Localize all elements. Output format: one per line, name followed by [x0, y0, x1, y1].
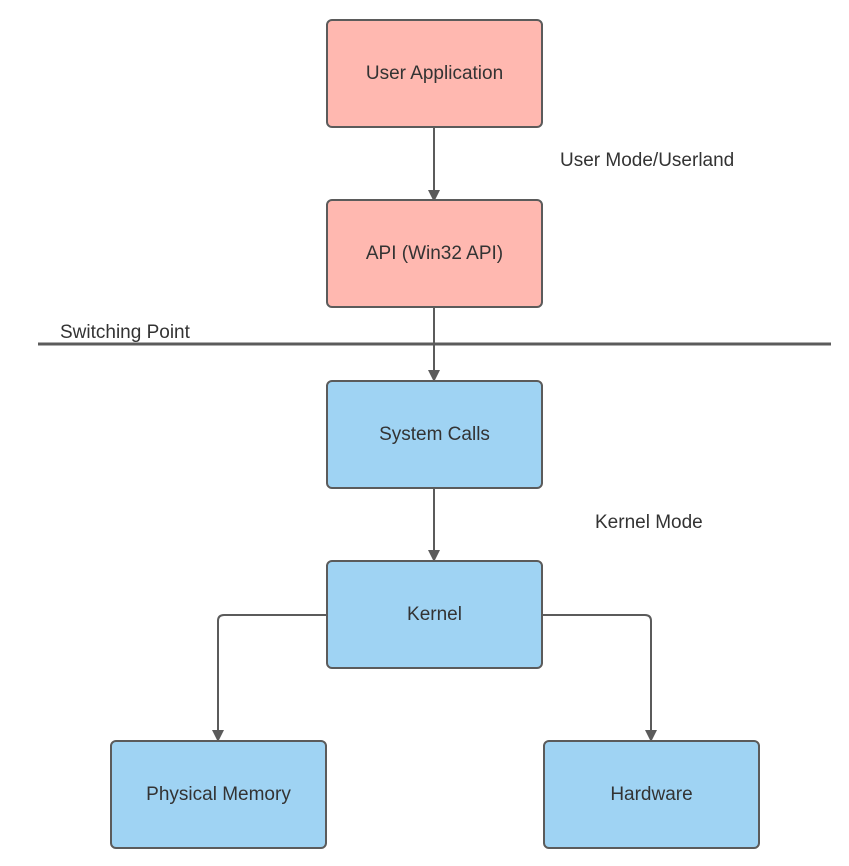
physical-memory-label: Physical Memory [146, 783, 291, 805]
system-calls-label: System Calls [379, 423, 490, 445]
hardware-label: Hardware [610, 783, 693, 805]
user-application-label: User Application [365, 62, 504, 84]
api-node: API (Win32 API) [326, 199, 543, 308]
kernel-node: Kernel [326, 560, 543, 669]
hardware-node: Hardware [543, 740, 760, 849]
kernel-label: Kernel [407, 603, 462, 625]
kernel-mode-label: Kernel Mode [595, 512, 703, 533]
arrow-kernel-to-hardware [543, 614, 657, 742]
api-label: API (Win32 API) [365, 242, 504, 264]
system-calls-node: System Calls [326, 380, 543, 489]
switching-point-label: Switching Point [60, 322, 190, 343]
user-mode-label: User Mode/Userland [560, 150, 735, 171]
physical-memory-node: Physical Memory [110, 740, 327, 849]
user-application-node: User Application [326, 19, 543, 128]
arrow-kernel-to-physical-memory [212, 614, 326, 742]
